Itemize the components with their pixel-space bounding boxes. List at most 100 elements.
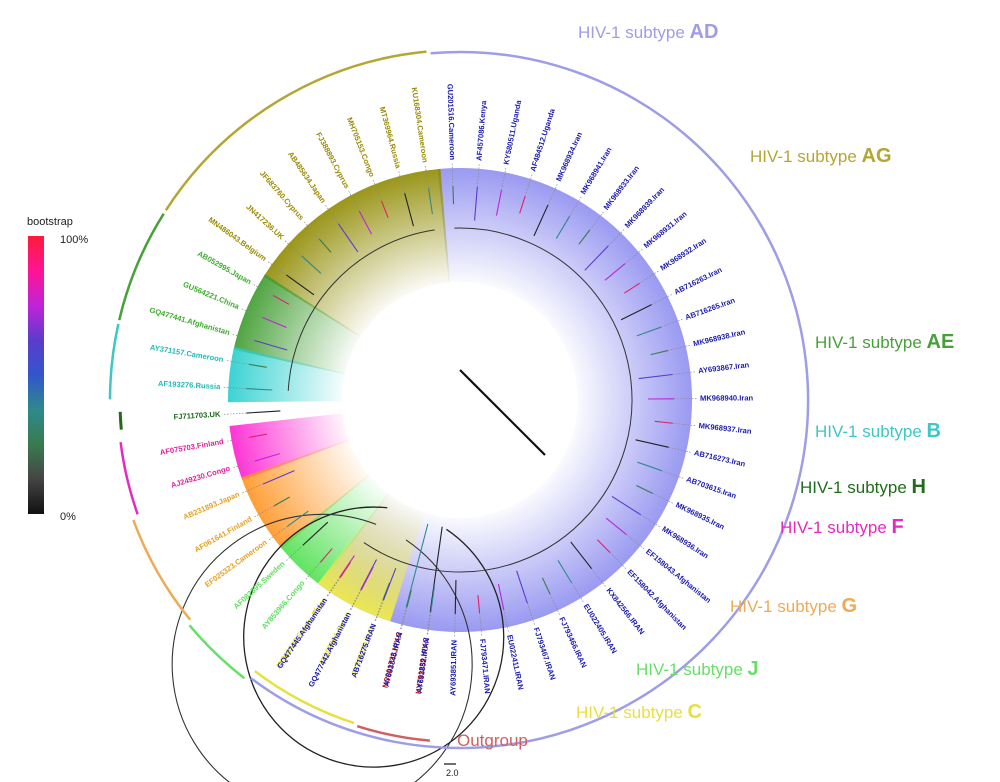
branch — [637, 461, 663, 472]
inner-arc — [171, 513, 473, 782]
branch — [382, 582, 391, 600]
subtype-label-ag: HIV-1 subtype AG — [750, 145, 892, 167]
clade-fills — [228, 168, 692, 632]
leaf-guide — [252, 283, 274, 296]
branch — [578, 229, 591, 245]
leaf-label-kx842566-iran: KX842566.IRAN — [604, 586, 646, 636]
subtype-label-letter: F — [892, 516, 904, 538]
scale-bar-label: 2.0 — [446, 768, 459, 778]
scale-bar: 2.0 — [444, 763, 459, 778]
branch — [248, 363, 267, 368]
branch — [635, 439, 669, 448]
subtype-label-j: HIV-1 subtype J — [636, 658, 759, 680]
leaf-guide — [661, 318, 684, 328]
subtype-arc-b — [108, 323, 120, 400]
subtype-arc-g — [132, 519, 192, 621]
leaf-guide — [266, 260, 287, 276]
leaf-guide — [454, 613, 456, 638]
branch — [636, 326, 662, 337]
branch — [262, 470, 295, 485]
subtype-label-c: HIV-1 subtype C — [576, 701, 702, 723]
leaf-guide — [222, 386, 247, 389]
subtype-label-ae: HIV-1 subtype AE — [815, 331, 954, 353]
leaf-guide — [398, 170, 406, 194]
subtype-label-letter: G — [842, 595, 858, 617]
branch — [286, 274, 315, 296]
leaf-guide — [571, 582, 585, 604]
branch — [262, 316, 287, 329]
legend-color-bar — [28, 236, 44, 514]
leaf-guide — [672, 422, 697, 427]
branch — [301, 255, 322, 274]
clade-arc-ad — [363, 227, 633, 573]
leaf-label-mk968937-iran: MK968937.Iran — [698, 421, 752, 436]
subtype-label-letter: Outgroup — [457, 731, 528, 750]
leaf-label-jf683760-cyprus: JF683760.Cyprus — [258, 169, 306, 222]
subtype-label-prefix: HIV-1 subtype — [780, 518, 892, 537]
leaf-label-aj249230-congo: AJ249230.Congo — [170, 464, 232, 490]
leaf-label-ab716273-iran: AB716273.Iran — [693, 448, 746, 468]
leaf-guide — [374, 599, 384, 623]
branch — [597, 539, 611, 553]
branch — [286, 510, 309, 527]
branch — [584, 245, 609, 271]
leaf-guide — [547, 182, 559, 206]
leaf-guide — [347, 189, 360, 212]
leaf-label-ay693867-iran: AY693867.Iran — [698, 360, 750, 375]
subtype-label-prefix: HIV-1 subtype — [636, 660, 748, 679]
leaf-label-af484512-uganda: AF484512.Uganda — [528, 107, 557, 173]
branch — [429, 526, 443, 612]
clade-fill-ae — [233, 274, 361, 375]
leaf-label-gq477441-afghanistan: GQ477441.Afghanistan — [148, 305, 231, 337]
leaf-guide — [624, 248, 644, 264]
branch — [557, 560, 573, 583]
subtype-label-f: HIV-1 subtype F — [780, 516, 904, 538]
leaf-guide — [479, 613, 483, 638]
leaf-label-ku168304-cameroon: KU168304.Cameroon — [410, 87, 430, 164]
branch — [272, 295, 290, 305]
subtype-label-outgroup: Outgroup — [457, 731, 528, 750]
branch — [474, 186, 478, 221]
branch — [383, 567, 397, 601]
leaf-label-ab716263-iran: AB716263.Iran — [673, 265, 724, 297]
subtype-label-prefix: HIV-1 subtype — [815, 333, 927, 352]
leaf-label-mk968939-iran: MK968939.Iran — [623, 185, 667, 230]
leaf-guide — [639, 270, 660, 284]
subtype-label-letter: C — [688, 701, 702, 723]
leaf-guide — [626, 534, 646, 550]
branch — [477, 595, 481, 614]
leaf-label-mk968932-iran: MK968932.Iran — [659, 236, 709, 273]
branch — [519, 195, 526, 214]
branch — [405, 523, 429, 608]
subtype-arc-h — [118, 411, 123, 430]
leaf-label-eu022405-iran: EU022405.IRAN — [582, 602, 619, 655]
branch — [246, 410, 281, 414]
branch — [570, 541, 593, 570]
legend-title: bootstrap — [27, 216, 73, 228]
leaf-label-eu022411-iran: EU022411.IRAN — [505, 634, 525, 691]
branch — [254, 339, 288, 351]
branch — [406, 589, 412, 608]
leaf-guide — [303, 220, 320, 240]
subtype-label-g: HIV-1 subtype G — [730, 595, 857, 617]
leaf-label-af193276-russia: AF193276.Russia — [158, 379, 222, 391]
subtype-label-prefix: HIV-1 subtype — [815, 422, 927, 441]
leaf-guide — [501, 166, 507, 191]
leaf-label-mk968940-iran: MK968940.Iran — [700, 393, 754, 402]
leaf-label-gu201516-cameroon: GU201516.Cameroon — [446, 84, 458, 161]
leaf-guide — [267, 526, 288, 541]
branch — [650, 349, 669, 356]
leaf-label-ky580511-uganda: KY580511.Uganda — [502, 99, 524, 166]
branch — [273, 496, 290, 507]
subtype-label-letter: B — [927, 420, 941, 442]
leaf-guide — [400, 607, 408, 631]
branch — [339, 555, 355, 578]
branch — [624, 282, 640, 294]
branch — [620, 304, 652, 321]
leaf-label-ab052995-japan: AB052995.Japan — [196, 249, 253, 286]
leaf-label-ay693845-iran: AY693845.IRAN — [382, 631, 405, 687]
subtype-label-letter: J — [748, 658, 759, 680]
leaf-label-af061641-finland: AF061641.Finland — [193, 514, 254, 554]
